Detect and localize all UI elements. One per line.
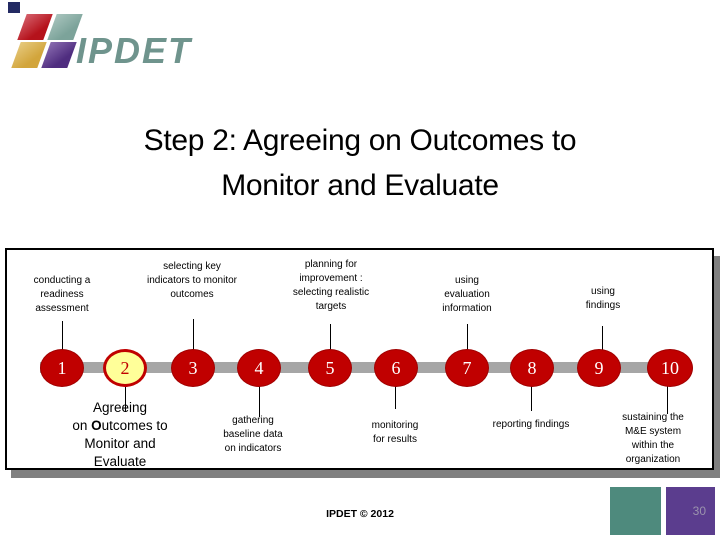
step-label-7: using evaluation information [442,275,492,314]
page-number: 30 [692,504,706,518]
highlight-label-pre: Agreeing on [72,400,148,433]
step-circle-9: 9 [577,349,621,387]
logo-corner-square [8,2,20,13]
connector-line [62,321,63,350]
step-label-5: planning for improvement : selecting rea… [292,259,370,312]
step-label-4: gathering baseline data on indicators [223,415,283,454]
footer-decor-teal-square [610,487,661,535]
step-label-10: sustaining the M&E system within the org… [622,412,684,465]
step-number: 4 [254,357,264,378]
connector-line [330,324,331,350]
step-circle-2-active: 2 [103,349,147,387]
step-label-6: monitoring for results [371,420,419,445]
connector-line [467,324,468,350]
step-number: 8 [527,357,537,378]
highlight-label-bold: O [91,418,102,433]
step-label-2-highlight: Agreeing on Outcomes to Monitor and Eval… [45,399,195,471]
connector-line [667,386,668,414]
step-circle-6: 6 [374,349,418,387]
step-label-8: reporting findings [492,419,570,430]
step-circle-7: 7 [445,349,489,387]
step-circle-8: 8 [510,349,554,387]
connector-line [193,319,194,350]
footer-decor-purple-square: 30 [666,487,715,535]
step-number: 10 [661,357,679,378]
step-circle-4: 4 [237,349,281,387]
connector-line [531,386,532,411]
logo-text: IPDET [76,30,193,71]
connector-line [125,386,126,412]
step-circle-10: 10 [647,349,693,387]
step-number: 5 [325,357,335,378]
step-number: 6 [391,357,401,378]
step-number: 3 [188,357,198,378]
step-circle-3: 3 [171,349,215,387]
step-circle-1: 1 [40,349,84,387]
connector-line [602,326,603,350]
footer-copyright: IPDET © 2012 [326,508,394,520]
timeline-bar [40,362,675,373]
step-number: 7 [462,357,472,378]
connector-line [259,386,260,417]
step-label-1: conducting a readiness assessment [33,275,91,314]
step-number: 9 [594,357,604,378]
step-number: 1 [57,357,67,378]
step-label-3: selecting key indicators to monitor outc… [146,261,238,300]
connector-line [395,386,396,409]
step-label-9: using findings [585,286,621,311]
slide-title: Step 2: Agreeing on Outcomes to Monitor … [143,124,577,202]
highlight-label-post: utcomes to Monitor and Evaluate [84,418,168,469]
step-circle-5: 5 [308,349,352,387]
step-number: 2 [120,357,130,378]
logo-square-purple [41,42,77,68]
